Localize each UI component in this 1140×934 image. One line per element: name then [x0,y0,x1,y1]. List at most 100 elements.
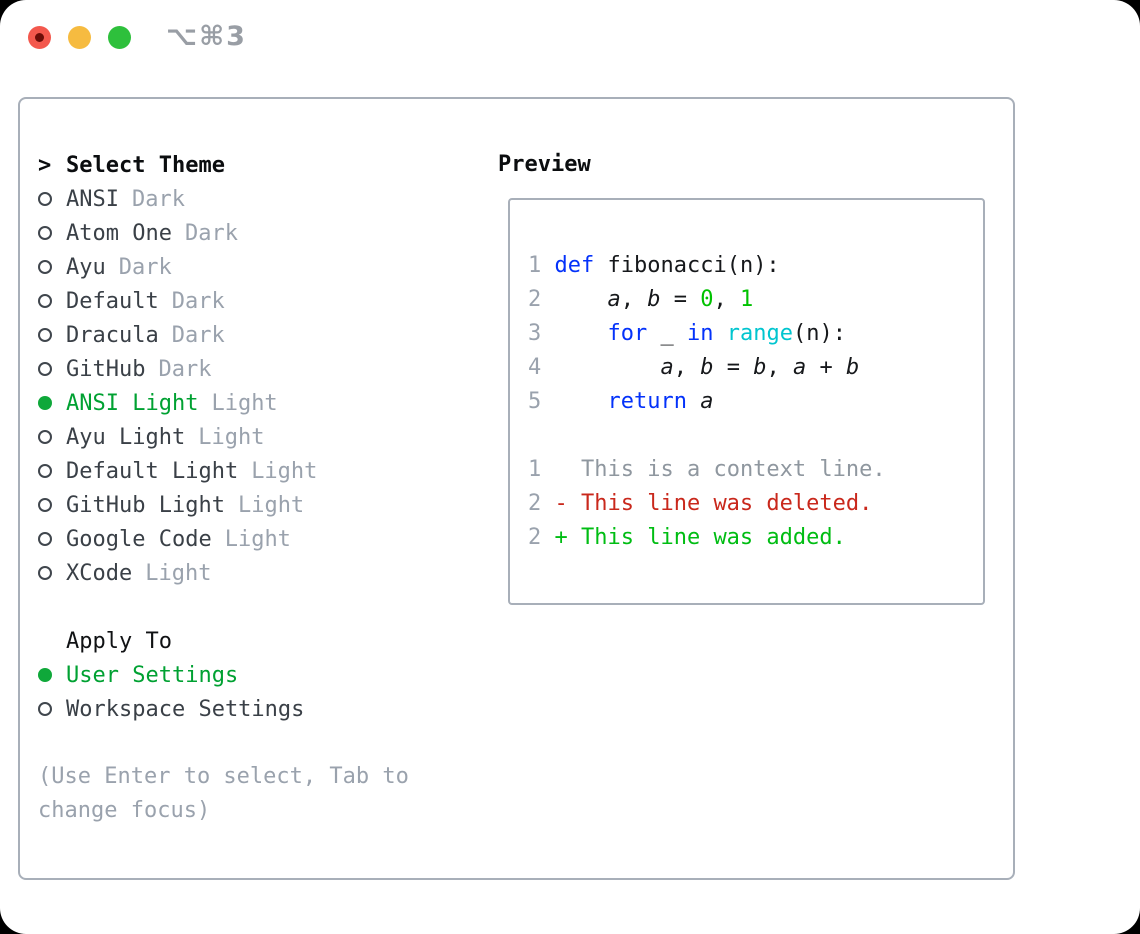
code-token-gutter: 2 [528,491,555,516]
radio-selected-icon [38,668,52,682]
radio-unselected-icon [38,294,52,308]
code-token-num: 0 [700,287,714,312]
theme-name: GitHub [66,356,146,382]
zoom-button-icon[interactable] [108,26,131,49]
radio-cell [38,532,66,546]
code-line: 2 + This line was added. [528,521,983,555]
theme-name: Atom One [66,220,172,246]
radio-cell [38,464,66,478]
radio-selected-icon [38,396,52,410]
code-line: 2 a, b = 0, 1 [528,283,983,317]
theme-variant-tag: Light [224,526,291,552]
titlebar: ⌥⌘3 [0,0,1140,74]
code-token-plain: (n): [792,321,846,346]
theme-option-ansi[interactable]: ANSI Dark [38,182,468,216]
code-token-plain: , [620,287,648,312]
code-token-plain: = [660,287,701,312]
code-line: 1 def fibonacci(n): [528,249,983,283]
code-token-gutter: 5 [528,389,555,414]
code-token-kw: for [607,321,648,346]
apply-name: User Settings [66,662,239,688]
radio-unselected-icon [38,226,52,240]
radio-unselected-icon [38,498,52,512]
radio-cell [38,260,66,274]
code-token-plain [555,389,608,414]
code-token-kw: in [686,321,714,346]
code-token-plain [647,321,660,346]
theme-name: Default Light [66,458,239,484]
radio-cell [38,566,66,580]
radio-cell [38,702,66,716]
theme-variant-tag: Light [211,390,278,416]
code-token-plain: , [766,355,793,380]
theme-name: Default [66,288,159,314]
radio-unselected-icon [38,192,52,206]
theme-name: Google Code [66,526,212,552]
minimize-button-icon[interactable] [68,26,91,49]
radio-cell [38,396,66,410]
theme-name: ANSI [66,186,119,212]
code-line: 3 for _ in range(n): [528,317,983,351]
theme-variant-tag: Dark [131,186,185,212]
code-token-plain: fibonacci(n): [594,253,780,278]
code-token-gutter: 3 [528,321,555,346]
close-button-icon[interactable] [28,26,51,49]
apply-option-workspace-settings[interactable]: Workspace Settings [38,692,468,726]
code-token-kw: return [607,389,687,414]
radio-unselected-icon [38,328,52,342]
theme-variant-tag: Light [251,458,318,484]
radio-cell [38,226,66,240]
select-theme-title: Select Theme [66,152,225,178]
code-token-gutter: 2 [528,287,555,312]
radio-cell [38,430,66,444]
code-token-plain [713,321,726,346]
code-token-gutter: 1 [528,457,555,482]
radio-unselected-icon [38,464,52,478]
code-token-plain: = [713,355,754,380]
code-token-plain [687,389,700,414]
code-token-var: b [753,355,767,380]
cursor-prefix-icon: > [38,152,52,178]
radio-unselected-icon [38,362,52,376]
theme-option-google-code[interactable]: Google Code Light [38,522,468,556]
theme-name: Dracula [66,322,159,348]
window-shortcut-label: ⌥⌘3 [166,21,247,52]
apply-option-user-settings[interactable]: User Settings [38,658,468,692]
theme-variant-tag: Dark [118,254,172,280]
traffic-lights [28,26,131,49]
code-token-kw: def [554,253,595,278]
radio-cell [38,192,66,206]
code-token-builtin: range [726,321,793,346]
code-token-add: + This line was added. [554,525,846,550]
theme-variant-tag: Light [237,492,305,518]
code-token-gutter: 2 [528,525,555,550]
code-token-plain [555,457,582,482]
code-token-var: a [792,355,807,380]
close-dot-icon [35,33,44,42]
code-token-var: b [845,355,860,380]
select-theme-header: > Select Theme [38,148,468,182]
theme-option-default-light[interactable]: Default Light Light [38,454,468,488]
spacer [38,590,468,624]
code-token-plain [555,321,608,346]
code-token-num: 1 [739,287,754,312]
radio-cell [38,668,66,682]
theme-variant-tag: Light [198,424,265,450]
code-token-plain: + [806,355,846,380]
code-token-var: _ [660,321,674,346]
radio-cell [38,362,66,376]
apply-to-header: Apply To [38,624,468,658]
code-blank-line [528,419,983,453]
preview-title: Preview [498,152,591,177]
